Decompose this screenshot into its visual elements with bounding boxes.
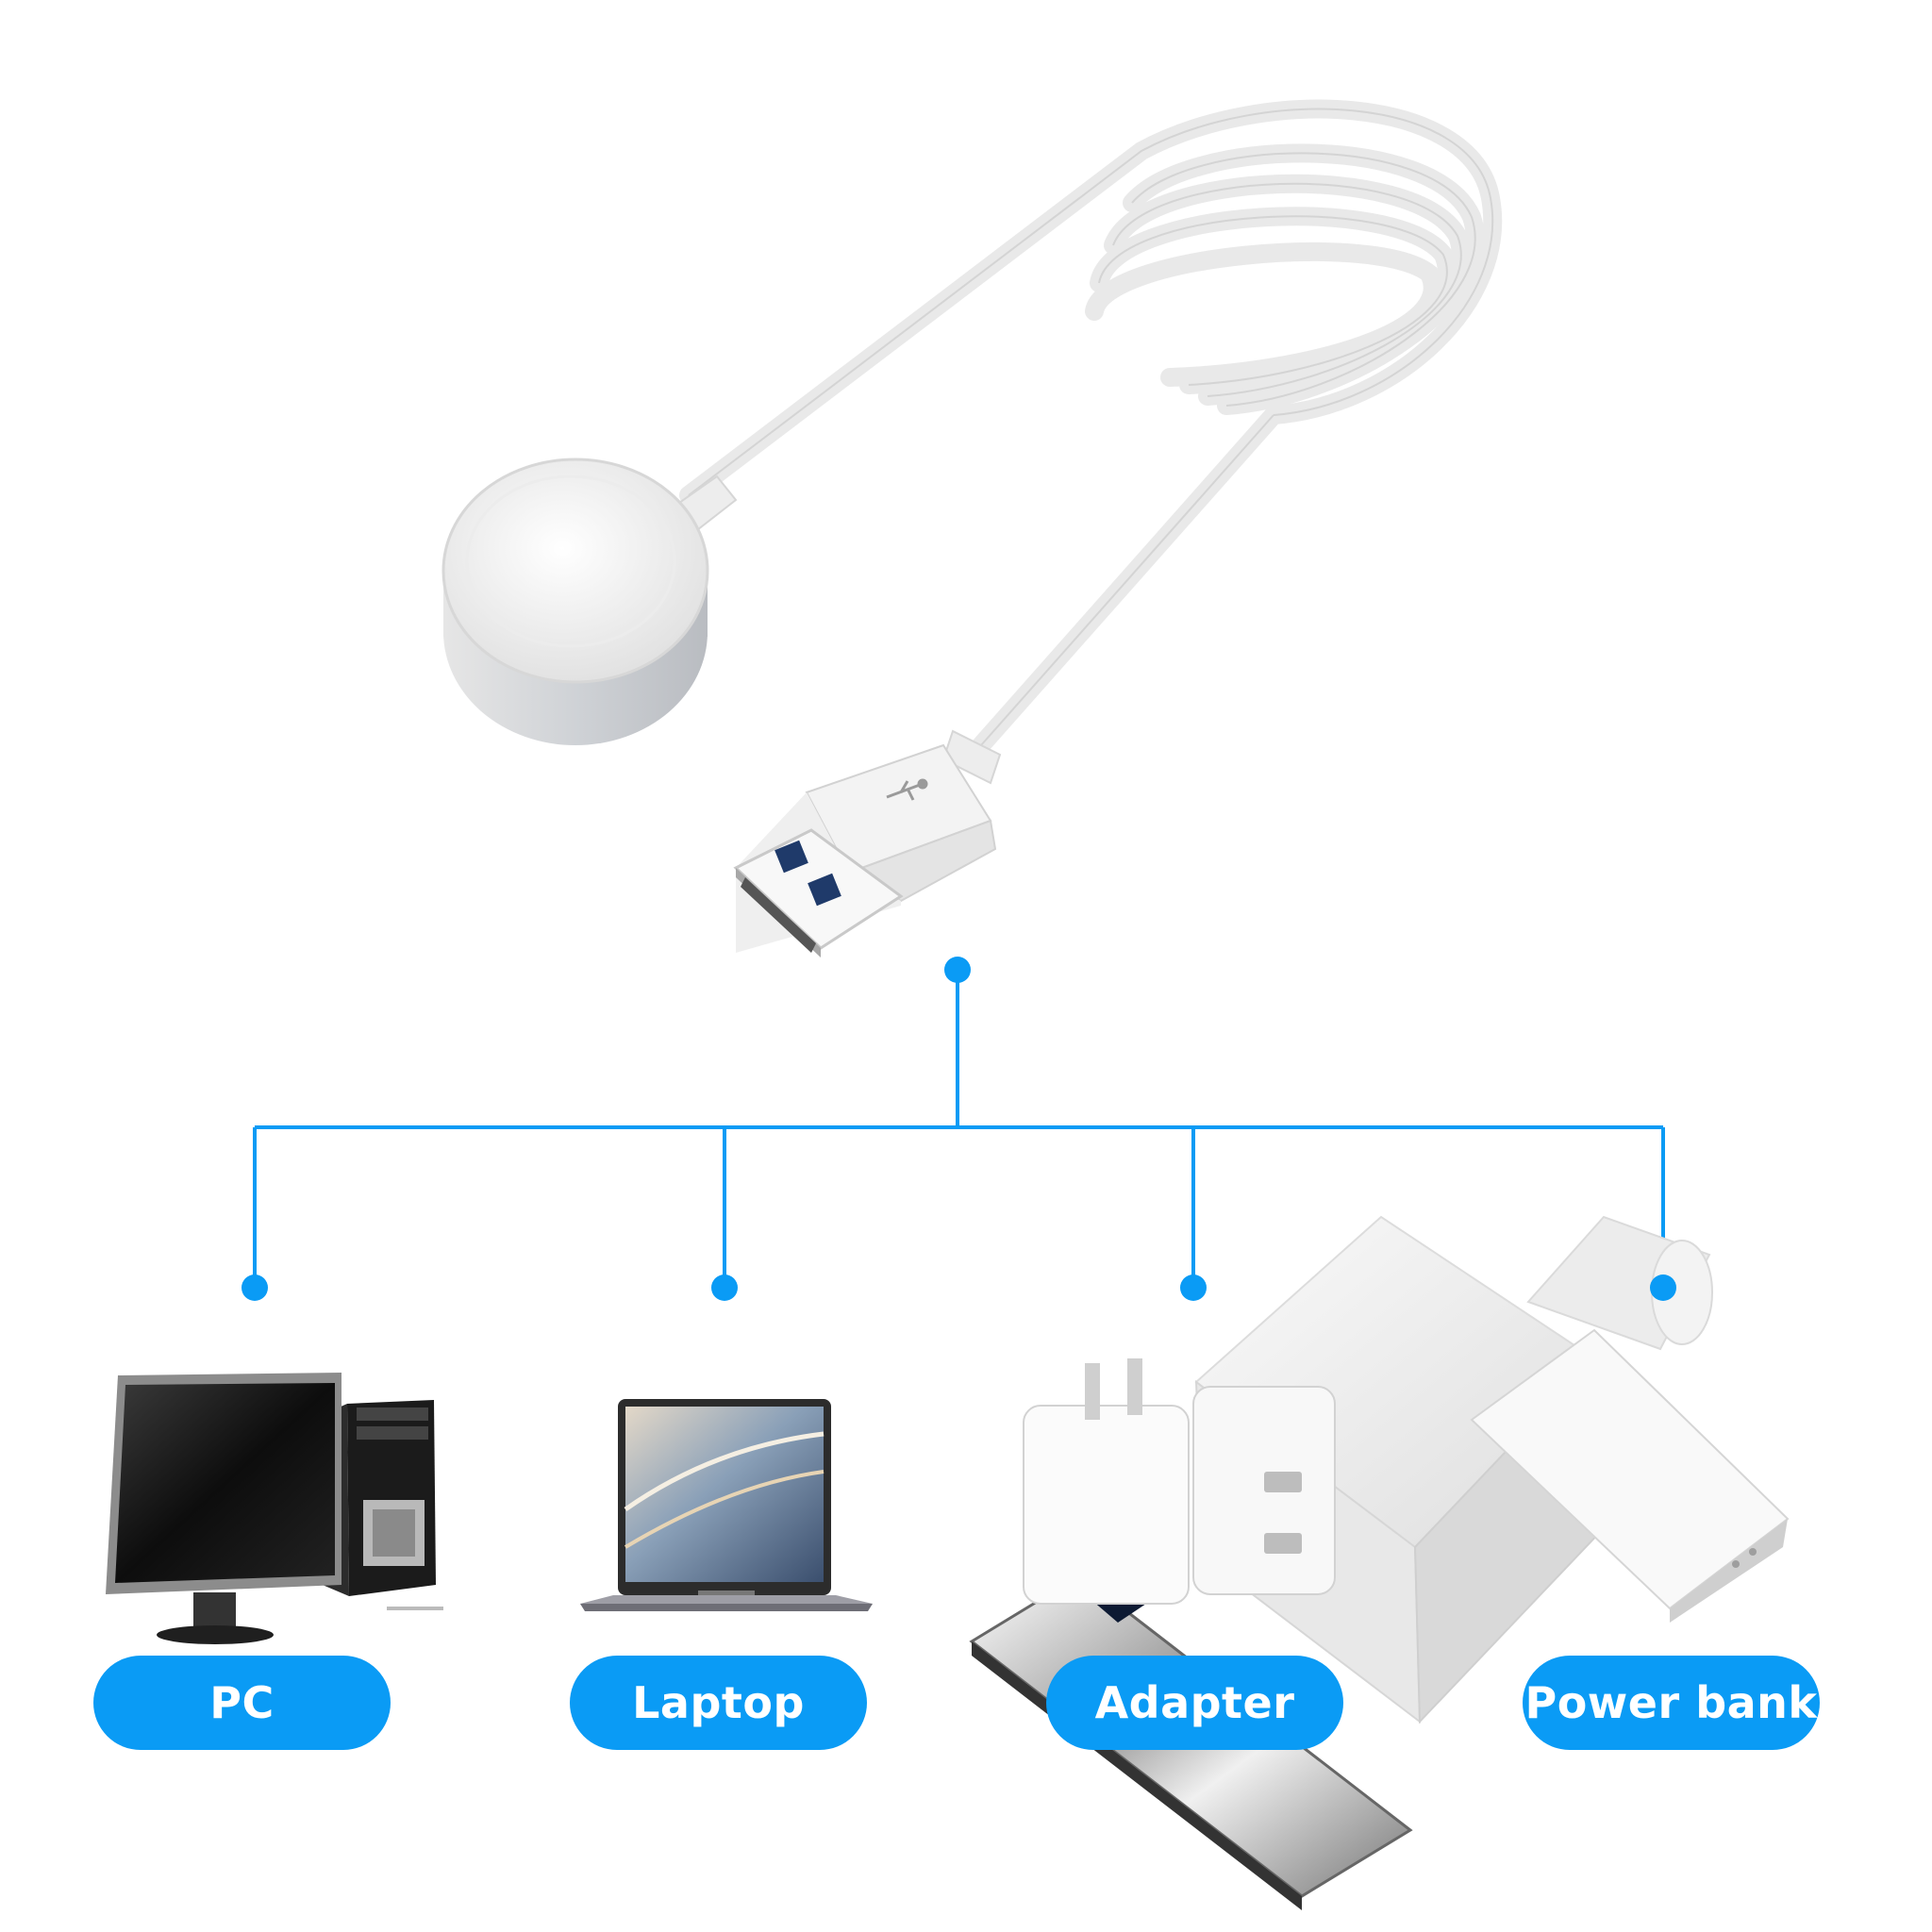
label-power-bank: Power bank: [1523, 1656, 1820, 1750]
connector-dot-adapter: [1180, 1274, 1207, 1301]
usb-a-plug-icon: [733, 729, 1002, 958]
desktop-pc-icon: [106, 1373, 443, 1644]
connector-dot-top: [944, 957, 971, 983]
wall-adapter-icon: [969, 1215, 1606, 1910]
power-bank-icon: [1470, 1215, 1790, 1623]
connector-dot-pc: [242, 1274, 268, 1301]
label-pc: PC: [93, 1656, 391, 1750]
magnetic-charger-icon: [441, 99, 1503, 755]
connector-dot-laptop: [711, 1274, 738, 1301]
label-adapter: Adapter: [1046, 1656, 1343, 1750]
connector-dot-power-bank: [1650, 1274, 1676, 1301]
label-laptop: Laptop: [570, 1656, 867, 1750]
laptop-icon: [580, 1399, 873, 1611]
connector-lines: [253, 972, 1665, 1288]
usb-symbol-icon: [886, 778, 928, 801]
